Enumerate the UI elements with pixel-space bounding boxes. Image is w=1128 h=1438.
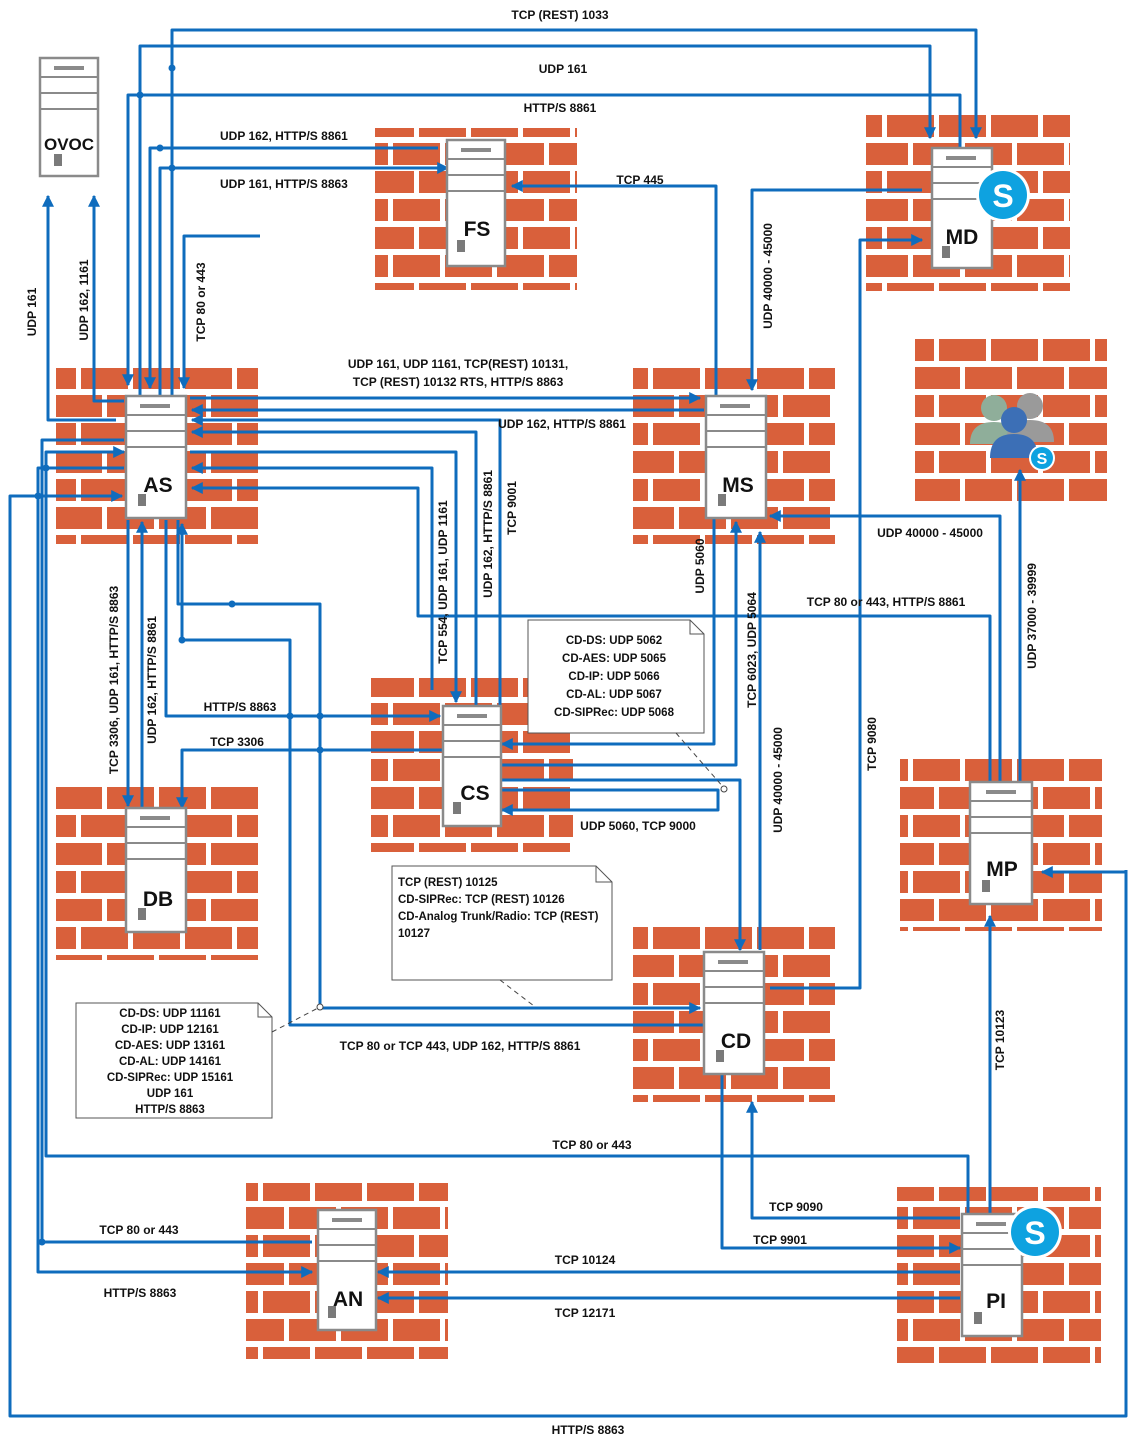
- note-cd-ms-line-2: CD-AES: UDP 5065: [562, 653, 667, 665]
- label-https-8863-bottom: HTTP/S 8863: [552, 1423, 625, 1437]
- label-https-8861-top: HTTP/S 8861: [524, 101, 597, 115]
- server-ovoc: OVOC: [40, 58, 98, 176]
- note-cd-as-line-2: CD-IP: UDP 12161: [121, 1024, 219, 1036]
- label-tcp-9090: TCP 9090: [769, 1200, 823, 1214]
- label-tcp3306-udp161-https8863: TCP 3306, UDP 161, HTTP/S 8863: [107, 586, 121, 775]
- note-cd-as-line-5: CD-SIPRec: UDP 15161: [107, 1072, 234, 1084]
- note-cd-as: CD-DS: UDP 11161 CD-IP: UDP 12161 CD-AES…: [76, 1003, 323, 1118]
- label-udp-161-top: UDP 161: [539, 62, 588, 76]
- svg-text:S: S: [1024, 1215, 1045, 1251]
- label-tcp-10124: TCP 10124: [555, 1253, 616, 1267]
- server-cd: CD: [704, 952, 764, 1074]
- server-label-ovoc: OVOC: [44, 135, 94, 154]
- label-tcp-80-443-pi: TCP 80 or 443: [552, 1138, 631, 1152]
- label-as-ms-line-1: UDP 161, UDP 1161, TCP(REST) 10131,: [348, 357, 568, 371]
- label-tcp6023-udp5064: TCP 6023, UDP 5064: [745, 592, 759, 708]
- skype-icon: S: [1008, 1205, 1062, 1259]
- note-cd-ms-line-1: CD-DS: UDP 5062: [566, 635, 662, 647]
- label-tcp-3306: TCP 3306: [210, 735, 264, 749]
- note-cd-ms-line-4: CD-AL: UDP 5067: [566, 689, 662, 701]
- server-an: AN: [318, 1210, 376, 1330]
- note-cd-cs-line-4: 10127: [398, 928, 430, 940]
- server-label-mp: MP: [986, 858, 1018, 881]
- server-as: AS: [126, 396, 186, 518]
- label-tcp-10123: TCP 10123: [993, 1009, 1007, 1070]
- server-label-md: MD: [946, 226, 979, 249]
- server-label-fs: FS: [464, 218, 491, 241]
- note-cd-cs-line-1: TCP (REST) 10125: [398, 877, 498, 889]
- label-udp-40000-45000-md: UDP 40000 - 45000: [761, 223, 775, 329]
- server-db: DB: [126, 808, 186, 932]
- note-cd-cs-line-2: CD-SIPRec: TCP (REST) 10126: [398, 894, 565, 906]
- label-udp162-https8861-ms: UDP 162, HTTP/S 8861: [498, 417, 626, 431]
- label-tcp-9080: TCP 9080: [865, 717, 879, 771]
- server-ms: MS: [706, 396, 766, 518]
- label-udp161-https8863-fs: UDP 161, HTTP/S 8863: [220, 177, 348, 191]
- label-udp-5060-ms: UDP 5060: [693, 538, 707, 593]
- label-tcp-445: TCP 445: [616, 173, 663, 187]
- label-tcp-rest-1033: TCP (REST) 1033: [511, 8, 608, 22]
- svg-text:S: S: [1037, 451, 1048, 468]
- note-cd-ms-line-5: CD-SIPRec: UDP 5068: [554, 707, 675, 719]
- note-cd-as-line-3: CD-AES: UDP 13161: [115, 1040, 226, 1052]
- label-udp-40000-45000-cd: UDP 40000 - 45000: [771, 727, 785, 833]
- label-https-8863-an: HTTP/S 8863: [104, 1286, 177, 1300]
- label-tcp-80-443-an: TCP 80 or 443: [99, 1223, 178, 1237]
- label-tcp554-udp161-1161: TCP 554, UDP 161, UDP 1161: [436, 500, 450, 664]
- label-tcp-12171: TCP 12171: [555, 1306, 616, 1320]
- label-udp162-https8861-db: UDP 162, HTTP/S 8861: [145, 616, 159, 744]
- server-label-db: DB: [143, 888, 173, 911]
- note-cd-as-line-1: CD-DS: UDP 11161: [119, 1008, 221, 1020]
- server-label-cs: CS: [460, 782, 489, 805]
- label-tcp80-443-udp162-cd: TCP 80 or TCP 443, UDP 162, HTTP/S 8861: [340, 1039, 581, 1053]
- label-tcp-9001: TCP 9001: [505, 481, 519, 535]
- label-tcp80-443-https8861-mp: TCP 80 or 443, HTTP/S 8861: [807, 595, 966, 609]
- note-cd-as-line-7: HTTP/S 8863: [135, 1104, 205, 1116]
- server-mp: MP: [970, 782, 1032, 904]
- server-label-as: AS: [143, 474, 172, 497]
- label-udp-40000-45000-mp: UDP 40000 - 45000: [877, 526, 983, 540]
- label-udp5060-tcp9000: UDP 5060, TCP 9000: [580, 819, 696, 833]
- label-udp162-https8861-cs: UDP 162, HTTP/S 8861: [481, 470, 495, 598]
- server-label-ms: MS: [722, 474, 754, 497]
- label-udp162-https8861-fs: UDP 162, HTTP/S 8861: [220, 129, 348, 143]
- skype-icon: S: [976, 168, 1030, 222]
- label-udp-161-left: UDP 161: [25, 287, 39, 336]
- label-tcp-9901: TCP 9901: [753, 1233, 807, 1247]
- server-label-pi: PI: [986, 1290, 1006, 1313]
- label-as-ms-line-2: TCP (REST) 10132 RTS, HTTP/S 8863: [353, 375, 564, 389]
- note-cd-ms-line-3: CD-IP: UDP 5066: [568, 671, 659, 683]
- note-cd-cs: TCP (REST) 10125 CD-SIPRec: TCP (REST) 1…: [392, 866, 612, 1006]
- link-mp-ms-udp40000: [770, 516, 1000, 790]
- server-cs: CS: [443, 706, 501, 826]
- note-cd-cs-line-3: CD-Analog Trunk/Radio: TCP (REST): [398, 911, 599, 923]
- label-tcp-80-443-as: TCP 80 or 443: [194, 262, 208, 341]
- link-tcp-9080: [770, 240, 922, 988]
- label-https-8863-cs: HTTP/S 8863: [204, 700, 277, 714]
- label-udp-162-1161: UDP 162, 1161: [77, 259, 91, 341]
- server-label-an: AN: [333, 1288, 363, 1311]
- server-label-cd: CD: [721, 1030, 751, 1053]
- note-cd-as-line-4: CD-AL: UDP 14161: [119, 1056, 222, 1068]
- label-udp-37000-39999: UDP 37000 - 39999: [1025, 563, 1039, 669]
- svg-text:S: S: [992, 178, 1013, 214]
- note-cd-as-line-6: UDP 161: [147, 1088, 194, 1100]
- server-fs: FS: [447, 140, 505, 266]
